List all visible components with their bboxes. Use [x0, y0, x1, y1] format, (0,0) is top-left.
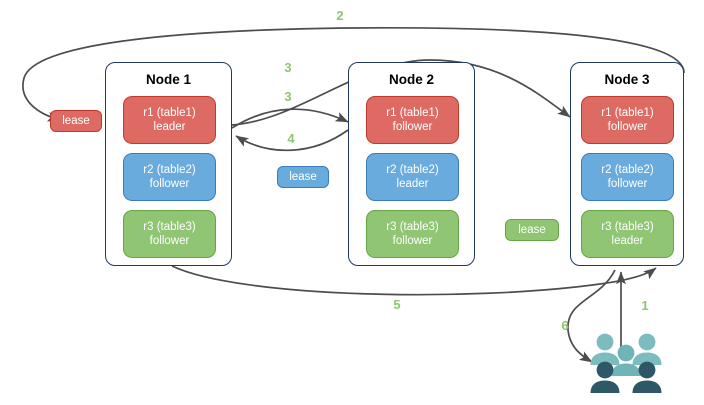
replica-role: follower — [392, 121, 433, 133]
replica-name: r2 (table2) — [143, 164, 196, 176]
replica-node1-r3[interactable]: r3 (table3) follower — [123, 210, 216, 258]
replica-name: r1 (table1) — [386, 107, 439, 119]
replica-node1-r1[interactable]: r1 (table1) leader — [123, 96, 216, 144]
step-label-4: 4 — [287, 131, 295, 146]
replica-role: follower — [149, 178, 190, 190]
lease-badge-r3[interactable]: lease — [505, 219, 559, 241]
node-container-2[interactable]: Node 2 r1 (table1) follower r2 (table2) … — [348, 62, 475, 266]
replica-name: r1 (table1) — [601, 107, 654, 119]
replica-node3-r2[interactable]: r2 (table2) follower — [581, 153, 674, 201]
replica-name: r3 (table3) — [601, 221, 654, 233]
replica-role: follower — [149, 235, 190, 247]
edge-step-3-lower — [231, 108, 349, 129]
node-title-1: Node 1 — [145, 72, 191, 87]
node-title-2: Node 2 — [388, 72, 434, 87]
replica-role: leader — [611, 235, 644, 247]
step-label-3-upper: 3 — [284, 60, 292, 75]
edge-step-5 — [171, 265, 657, 296]
replica-role: follower — [607, 178, 648, 190]
step-label-3-lower: 3 — [284, 89, 292, 104]
replica-node2-r2[interactable]: r2 (table2) leader — [366, 153, 459, 201]
step-label-6: 6 — [561, 318, 569, 333]
replica-name: r2 (table2) — [601, 164, 654, 176]
users-group-icon — [586, 332, 666, 398]
replica-node2-r3[interactable]: r3 (table3) follower — [366, 210, 459, 258]
step-label-5: 5 — [393, 297, 401, 312]
replica-role: follower — [607, 121, 648, 133]
replica-node3-r1[interactable]: r1 (table1) follower — [581, 96, 674, 144]
replica-role: leader — [396, 178, 429, 190]
node-container-1[interactable]: Node 1 r1 (table1) leader r2 (table2) fo… — [105, 62, 232, 266]
replica-node3-r3[interactable]: r3 (table3) leader — [581, 210, 674, 258]
step-label-1: 1 — [641, 298, 649, 313]
replica-name: r3 (table3) — [143, 221, 196, 233]
node-title-3: Node 3 — [604, 72, 650, 87]
lease-badge-r2[interactable]: lease — [277, 166, 329, 188]
replica-name: r3 (table3) — [386, 221, 439, 233]
replica-role: follower — [392, 235, 433, 247]
node-container-3[interactable]: Node 3 r1 (table1) follower r2 (table2) … — [570, 62, 684, 266]
replica-node1-r2[interactable]: r2 (table2) follower — [123, 153, 216, 201]
replica-name: r2 (table2) — [386, 164, 439, 176]
step-label-2: 2 — [336, 8, 344, 23]
replica-node2-r1[interactable]: r1 (table1) follower — [366, 96, 459, 144]
replica-name: r1 (table1) — [143, 107, 196, 119]
replica-role: leader — [153, 121, 186, 133]
lease-badge-r1[interactable]: lease — [50, 110, 102, 132]
